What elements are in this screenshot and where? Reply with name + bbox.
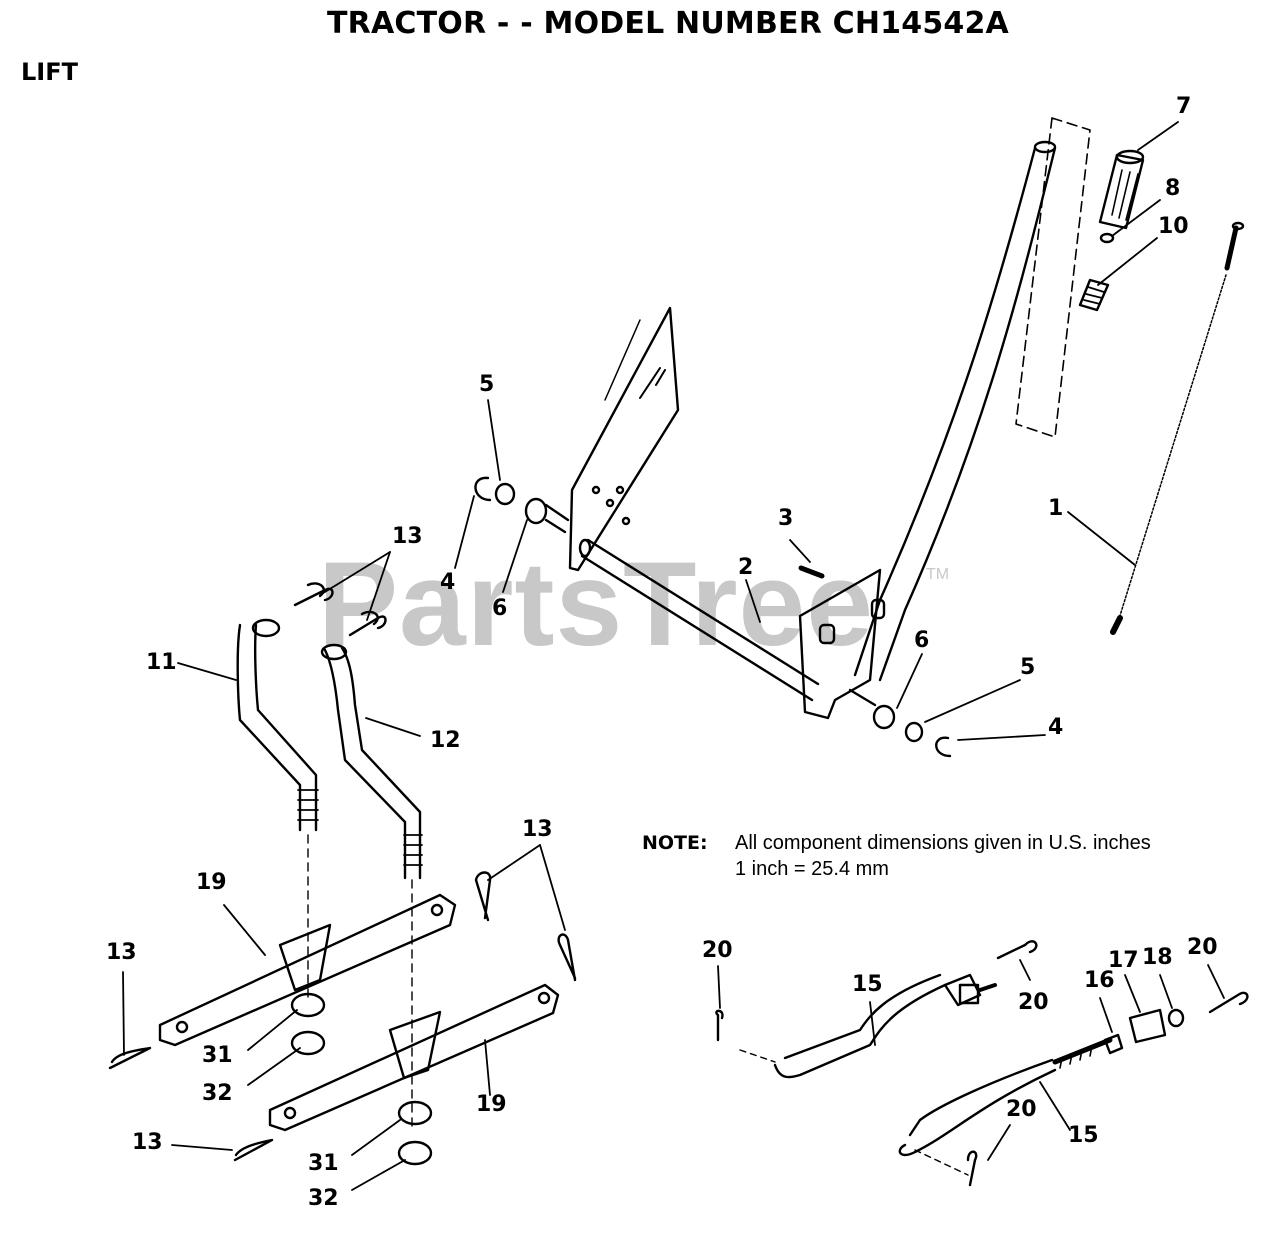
callout-20-bottom: 20 [1006,1097,1037,1122]
cotter-20-c [1208,991,1249,1014]
callout-16: 16 [1084,968,1115,993]
note-label: NOTE: [642,832,708,854]
callout-13-bottom: 13 [132,1130,163,1155]
callout-13-top: 13 [392,524,423,549]
hairpin-e [108,1046,152,1070]
callout-7: 7 [1176,94,1192,119]
washer-8 [1099,232,1115,244]
callout-5-lower: 5 [1020,655,1036,680]
cotter-20-d [966,1150,978,1187]
callout-10: 10 [1158,214,1189,239]
lift-arm-upper [158,893,457,1047]
washer-18 [1167,1008,1185,1028]
bushing-31-b [397,1100,433,1126]
spring-10 [1078,278,1110,312]
lift-rod-1 [1110,221,1245,635]
page-title: TRACTOR - - MODEL NUMBER CH14542A [327,6,1009,41]
lift-link-12 [320,643,423,1131]
roll-pin-3 [798,565,825,579]
watermark: PartsTree [318,537,875,671]
hairpin-c [474,871,492,922]
callout-11: 11 [146,650,177,675]
cotter-20-a [715,1009,724,1042]
handle-dashed-outline [1015,117,1091,438]
hairpin-b [348,610,387,637]
connector-block [943,973,997,1007]
callout-19-upper: 19 [196,870,227,895]
callout-32-upper: 32 [202,1081,233,1106]
callout-32-lower: 32 [308,1186,339,1211]
hairpin-a [293,582,334,607]
handle-grip [1098,149,1145,230]
hairpin-f [233,1138,274,1162]
bushing-31-a [290,992,326,1018]
mounting-plate [568,306,680,572]
callout-20-mid: 20 [1018,990,1049,1015]
block-17 [1128,1008,1167,1044]
callout-13-mid: 13 [522,817,553,842]
callout-17: 17 [1108,948,1139,973]
callout-18: 18 [1142,945,1173,970]
callout-13-left: 13 [106,940,137,965]
callout-2: 2 [738,555,754,580]
lift-handle [853,140,1057,682]
callout-15-upper: 15 [852,972,883,997]
lift-shaft [578,538,820,702]
callout-8: 8 [1165,176,1181,201]
lift-arm-lower [268,983,560,1132]
lift-link-11 [236,618,319,1001]
note-text: All component dimensions given in U.S. i… [735,832,1151,854]
cotter-20-b [996,940,1038,960]
callout-6-lower: 6 [914,628,930,653]
callout-20-left: 20 [702,938,733,963]
nut-16 [1103,1033,1124,1055]
callout-4-upper: 4 [440,570,456,595]
leader-lines [122,121,1225,1191]
section-title: LIFT [21,58,78,86]
callout-1: 1 [1048,496,1064,521]
hairpin-d [557,933,577,982]
watermark-tm: TM [926,566,950,583]
right-hardware [848,688,952,758]
note-conversion: 1 inch = 25.4 mm [735,858,889,880]
callout-31-lower: 31 [308,1151,339,1176]
callout-3: 3 [778,506,794,531]
callout-19-lower: 19 [476,1092,507,1117]
left-hardware [474,476,570,534]
callout-20-right: 20 [1187,935,1218,960]
handle-bracket [798,568,886,720]
callout-12: 12 [430,728,461,753]
rod-15-upper [739,973,947,1079]
callout-6-upper: 6 [492,596,508,621]
rod-15-lower [898,1037,1113,1176]
callout-31-upper: 31 [202,1043,233,1068]
callout-4-lower: 4 [1048,715,1064,740]
callout-5-upper: 5 [479,372,495,397]
callout-15-lower: 15 [1068,1123,1099,1148]
nut-32-a [290,1030,326,1056]
nut-32-b [397,1140,433,1166]
